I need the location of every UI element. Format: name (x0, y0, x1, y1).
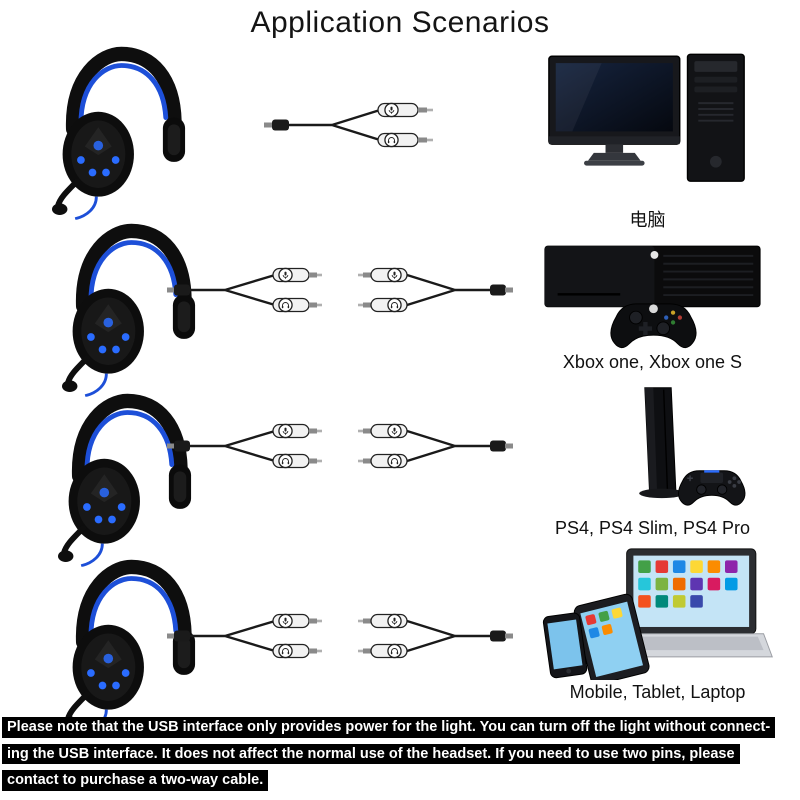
dual-splitter-cable-image (165, 608, 515, 664)
desktop-computer-image (547, 53, 746, 183)
device-label-pc: 电脑 (629, 210, 666, 230)
device-label-xbox: Xbox one, Xbox one S (562, 352, 743, 372)
note-line: Please note that the USB interface only … (2, 717, 776, 738)
headset-image (52, 45, 187, 221)
note-line: contact to purchase a two-way cable. (2, 770, 269, 791)
y-splitter-cable-image (262, 98, 462, 152)
dual-splitter-cable-image (165, 418, 515, 474)
ps4-console-image (638, 387, 746, 506)
usb-note-block: Please note that the USB interface only … (0, 714, 800, 798)
device-label-ps4: PS4, PS4 Slim, PS4 Pro (554, 518, 751, 538)
note-line: ing the USB interface. It does not affec… (2, 743, 740, 764)
mobile-devices-image (542, 548, 773, 680)
dual-splitter-cable-image (165, 262, 515, 318)
xbox-console-image (543, 245, 762, 349)
page-title: Application Scenarios (250, 6, 550, 39)
device-label-mobile: Mobile, Tablet, Laptop (569, 682, 746, 702)
